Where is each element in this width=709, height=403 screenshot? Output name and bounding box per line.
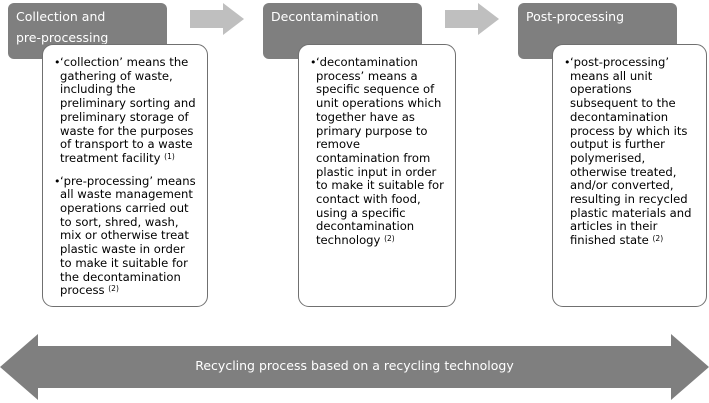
bullet-icon: • [54, 174, 61, 188]
bullet-icon: • [564, 56, 571, 69]
process-arrow-label: Recycling process based on a recycling t… [195, 358, 514, 373]
definition-text: ‘decontamination process’ means a specif… [316, 55, 445, 248]
footnote-ref: (1) [164, 151, 175, 161]
bullet-icon: • [54, 56, 61, 69]
bullet-icon: • [310, 56, 317, 69]
definition-body: ‘collection’ means the gathering of wast… [60, 55, 196, 165]
definition-text: ‘pre-processing’ means all waste managem… [60, 173, 197, 298]
stage-card-post-processing: • ‘post-processing’ means all unit opera… [552, 44, 707, 307]
stage-card-decontamination: • ‘decontamination process’ means a spec… [298, 44, 456, 307]
definition-bullet: • ‘decontamination process’ means a spec… [310, 55, 445, 248]
definition-body: ‘pre-processing’ means all waste managem… [60, 173, 196, 298]
process-double-arrow-icon [0, 334, 709, 400]
definition-bullet: • ‘post-processing’ means all unit opera… [564, 55, 696, 248]
footnote-ref: (2) [108, 284, 119, 294]
definition-text: ‘post-processing’ means all unit operati… [570, 55, 696, 248]
definition-text: ‘collection’ means the gathering of wast… [60, 55, 197, 166]
definition-body: ‘post-processing’ means all unit operati… [570, 55, 692, 248]
flow-arrow-icon [190, 3, 244, 35]
definition-bullet: • ‘collection’ means the gathering of wa… [54, 55, 197, 166]
footnote-ref: (2) [652, 234, 664, 244]
definition-body: ‘decontamination process’ means a specif… [316, 55, 444, 248]
flow-arrow-icon [445, 3, 499, 35]
footnote-ref: (2) [384, 234, 395, 244]
stage-card-collection: • ‘collection’ means the gathering of wa… [42, 44, 208, 307]
definition-bullet: • ‘pre-processing’ means all waste manag… [54, 173, 197, 298]
